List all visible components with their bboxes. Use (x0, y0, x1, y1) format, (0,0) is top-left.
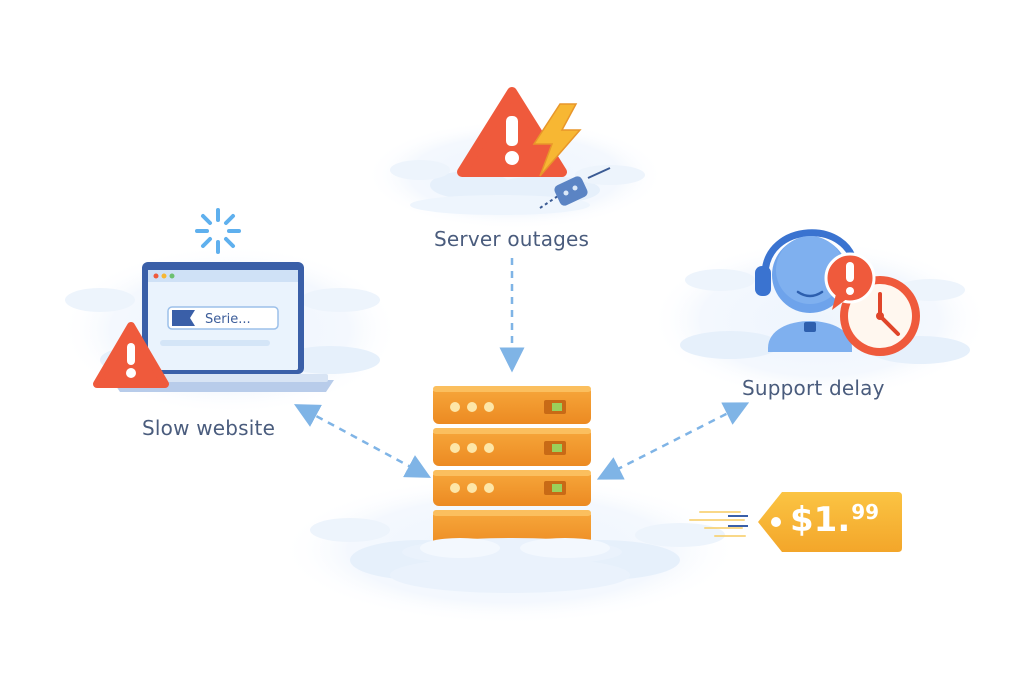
alert-bubble-icon (824, 252, 876, 310)
laptop-icon (112, 262, 334, 392)
server-unit-2 (433, 428, 591, 466)
price-cents: 99 (851, 500, 880, 524)
warning-icon-slow (93, 322, 169, 388)
label-server-outages: Server outages (434, 227, 590, 251)
lightning-icon (532, 103, 582, 177)
arrow-slow-server (293, 404, 432, 478)
label-slow-website: Slow website (142, 416, 276, 440)
loading-spinner-icon (195, 208, 241, 254)
arrow-support-server (596, 402, 750, 480)
price-main: $1. (790, 500, 851, 540)
server-unit-1 (433, 386, 591, 424)
server-unit-3 (433, 470, 591, 506)
plug-icon (539, 167, 611, 209)
headset-agent-icon (755, 229, 859, 352)
warning-icon (457, 87, 567, 177)
price-tag-icon (689, 492, 902, 552)
server-stack-icon (402, 386, 622, 566)
laptop-search-text: Serie... (205, 312, 251, 327)
price-label: $1.99 (790, 500, 879, 540)
label-support-delay: Support delay (742, 376, 885, 400)
